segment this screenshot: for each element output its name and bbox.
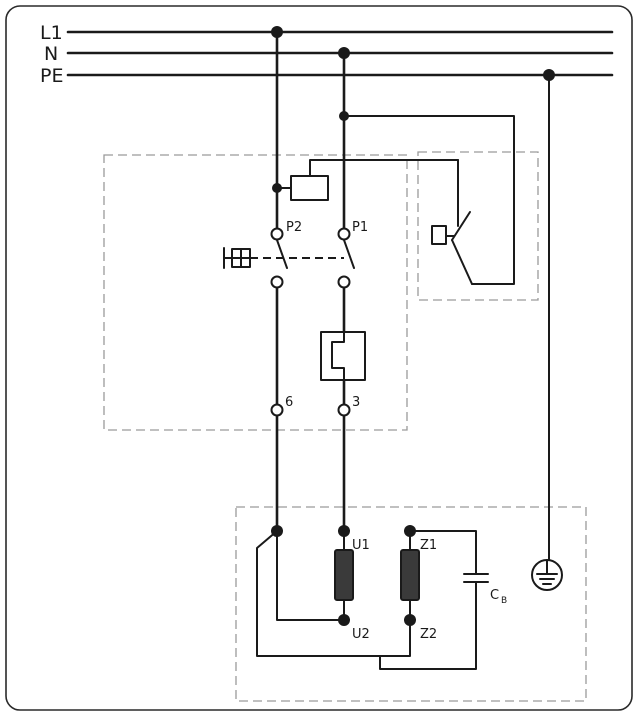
label-capacitor-sub: B: [501, 596, 507, 606]
terminal-left-lower: [270, 275, 284, 289]
l1-label: L1: [40, 22, 63, 44]
label-6: 6: [285, 395, 293, 410]
label-p1: P1: [352, 220, 368, 235]
terminal-p2: [270, 227, 284, 241]
auxiliary-winding: [400, 549, 420, 601]
terminal-p1: [337, 227, 351, 241]
switch-contact-right: [343, 239, 355, 269]
terminal-3: [337, 403, 351, 417]
control-switch-enclosure: [417, 151, 539, 301]
label-z1: Z1: [420, 538, 437, 553]
l1-junction-dot: [271, 26, 283, 38]
relay-to-control-wire: [309, 159, 459, 177]
terminal-6: [270, 403, 284, 417]
terminal-right-lower: [337, 275, 351, 289]
n-label: N: [44, 43, 58, 65]
label-u1: U1: [352, 538, 370, 553]
control-feed-wire: [343, 115, 515, 285]
switch-contact-left: [276, 239, 288, 269]
thermal-protector-element: [331, 331, 345, 381]
capacitor-bottom-wire: [379, 581, 477, 670]
label-p2: P2: [286, 220, 302, 235]
pe-label: PE: [40, 65, 63, 87]
u2-return-wire: [276, 530, 345, 621]
capacitor-top-wire: [409, 530, 477, 575]
control-button-icon: [431, 225, 447, 245]
label-z2: Z2: [420, 627, 437, 642]
label-3: 3: [352, 395, 360, 410]
control-lever: [451, 239, 473, 285]
label-capacitor: C: [490, 588, 499, 603]
relay-coil-box: [290, 175, 329, 201]
outer-frame: [5, 5, 633, 711]
switch-enclosure: [103, 154, 408, 431]
u2-junction-dot: [338, 614, 350, 626]
motor-enclosure: [235, 506, 587, 702]
motor-loop-wire-left: [256, 530, 411, 657]
z2-junction-dot: [404, 614, 416, 626]
label-u2: U2: [352, 627, 370, 642]
control-blade: [451, 211, 471, 241]
main-winding: [334, 549, 354, 601]
n-junction-dot: [338, 47, 350, 59]
